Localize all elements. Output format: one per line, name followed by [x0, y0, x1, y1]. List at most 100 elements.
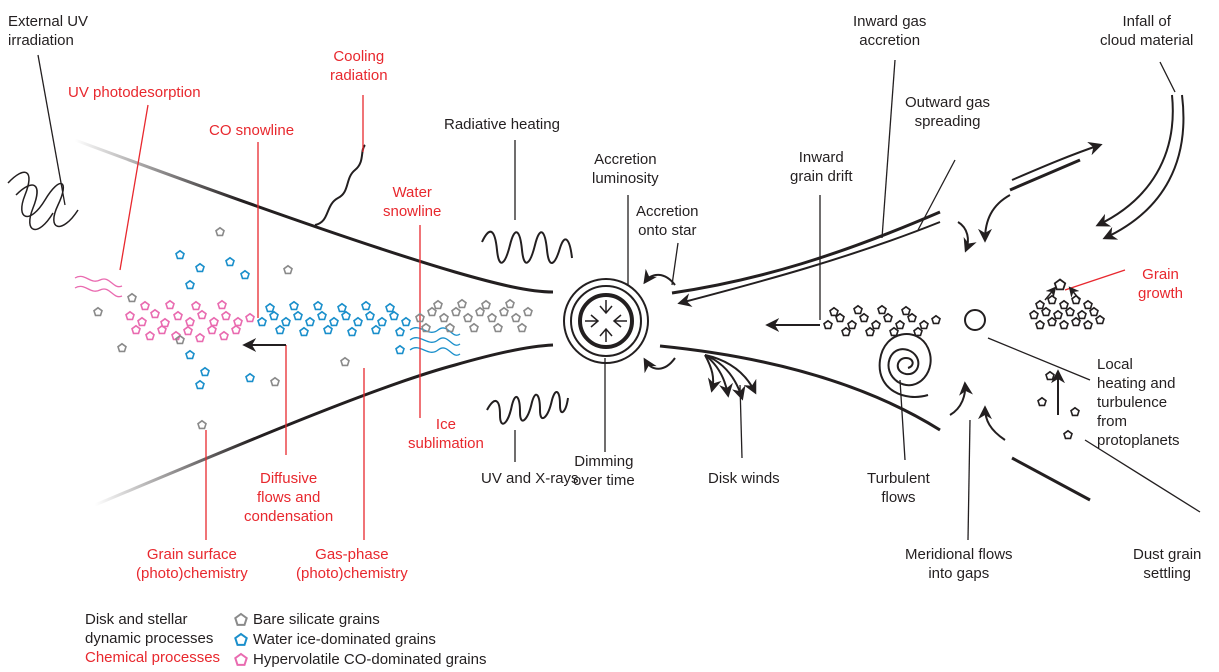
water-ice-grain	[196, 381, 204, 389]
co-grain	[196, 334, 204, 342]
bare-silicate-grain	[128, 294, 136, 302]
water-ice-grain	[366, 312, 374, 320]
dust-grain	[1060, 321, 1068, 329]
co-grain	[246, 314, 254, 322]
dust-grain	[830, 308, 838, 316]
uv-photodesorption-squiggle	[75, 276, 122, 296]
bare-silicate-grain	[458, 300, 466, 308]
label-infall: Infall of cloud material	[1100, 12, 1193, 50]
dust-grain	[860, 314, 868, 322]
bare-silicate-grain	[118, 344, 126, 352]
water-ice-grain	[186, 351, 194, 359]
protoplanet	[965, 310, 985, 330]
uv-xrays-wave	[487, 392, 568, 424]
label-cooling-radiation: Cooling radiation	[330, 47, 388, 85]
co-grain	[234, 318, 242, 326]
dust-grain	[1064, 431, 1072, 439]
co-grain	[138, 318, 146, 326]
label-gas-phase: Gas-phase (photo)chemistry	[296, 545, 408, 583]
disk-upper-surface-right-far	[1010, 160, 1080, 190]
disk-lower-surface-right-far	[1012, 458, 1090, 500]
radiative-heating-wave	[482, 232, 572, 263]
water-ice-grain	[294, 312, 302, 320]
dust-grain	[1048, 318, 1056, 326]
dust-grain	[1071, 408, 1079, 416]
bare-silicate-legend-icon	[235, 614, 246, 625]
water-ice-grain	[276, 326, 284, 334]
water-ice-grain	[362, 302, 370, 310]
water-ice-grain	[306, 318, 314, 326]
co-grain	[126, 312, 134, 320]
bare-silicate-grain	[482, 301, 490, 309]
grain-population	[94, 228, 1104, 439]
dust-grain	[1066, 308, 1074, 316]
bare-silicate-grain	[518, 324, 526, 332]
water-ice-grain	[290, 302, 298, 310]
water-ice-grain	[300, 328, 308, 336]
water-ice-grain	[396, 328, 404, 336]
water-ice-grain	[372, 326, 380, 334]
meridional-arrow-lower-left	[950, 384, 965, 415]
meridional-arrow-lower-right	[985, 408, 1005, 440]
co-grain	[184, 327, 192, 335]
co-grain-legend-icon	[235, 654, 246, 665]
co-grain	[166, 301, 174, 309]
label-accretion-luminosity: Accretion luminosity	[592, 150, 659, 188]
water-ice-grain	[348, 328, 356, 336]
dust-grain	[1036, 301, 1044, 309]
dust-grain	[848, 321, 856, 329]
disk-winds-arrows	[705, 355, 755, 398]
infall-arrow-inner	[1098, 95, 1173, 225]
label-dust-settling: Dust grain settling	[1133, 545, 1201, 583]
water-ice-grain	[196, 264, 204, 272]
bare-silicate-grain	[464, 314, 472, 322]
water-ice-grain	[201, 368, 209, 376]
dust-grain	[914, 328, 922, 336]
dust-grain	[884, 314, 892, 322]
bare-silicate-grain	[500, 308, 508, 316]
bare-silicate-grain	[94, 308, 102, 316]
bare-silicate-grain	[198, 421, 206, 429]
water-ice-grain	[226, 258, 234, 266]
dust-grain	[878, 306, 886, 314]
label-grain-surface: Grain surface (photo)chemistry	[136, 545, 248, 583]
water-ice-grain	[270, 312, 278, 320]
label-co-snowline: CO snowline	[209, 121, 294, 140]
dust-grain	[920, 321, 928, 329]
dust-grain	[872, 321, 880, 329]
water-ice-grain	[186, 281, 194, 289]
label-uv-xrays: UV and X-rays	[481, 469, 579, 488]
grown-grain	[1055, 280, 1065, 290]
dust-grain	[1084, 301, 1092, 309]
outward-gas-spreading-arrow	[1012, 145, 1100, 180]
legend-water-ice: Water ice-dominated grains	[253, 630, 436, 649]
meridional-arrow-upper-left	[958, 222, 968, 250]
bare-silicate-grain	[452, 308, 460, 316]
bare-silicate-grain	[512, 314, 520, 322]
bare-silicate-grain	[271, 378, 279, 386]
dust-grain	[1054, 311, 1062, 319]
water-ice-grain	[324, 326, 332, 334]
bare-silicate-grain	[341, 358, 349, 366]
dust-grain	[896, 321, 904, 329]
dust-grain	[854, 306, 862, 314]
co-grain	[208, 326, 216, 334]
co-grain	[192, 302, 200, 310]
water-ice-grain	[402, 318, 410, 326]
label-disk-winds: Disk winds	[708, 469, 780, 488]
dust-grain	[866, 328, 874, 336]
accretion-arrow-lower	[645, 358, 675, 369]
label-local-heating: Local heating and turbulence from protop…	[1097, 355, 1180, 450]
label-ice-sublimation: Ice sublimation	[408, 415, 484, 453]
water-ice-grain	[354, 318, 362, 326]
co-grain	[198, 311, 206, 319]
co-grain	[222, 312, 230, 320]
water-ice-grain	[258, 318, 266, 326]
disk-lower-surface-right	[660, 346, 940, 430]
dust-grain	[902, 307, 910, 315]
label-accretion-onto-star: Accretion onto star	[636, 202, 699, 240]
water-ice-grain	[314, 302, 322, 310]
label-grain-growth: Grain growth	[1138, 265, 1183, 303]
label-uv-photodesorption: UV photodesorption	[68, 83, 201, 102]
